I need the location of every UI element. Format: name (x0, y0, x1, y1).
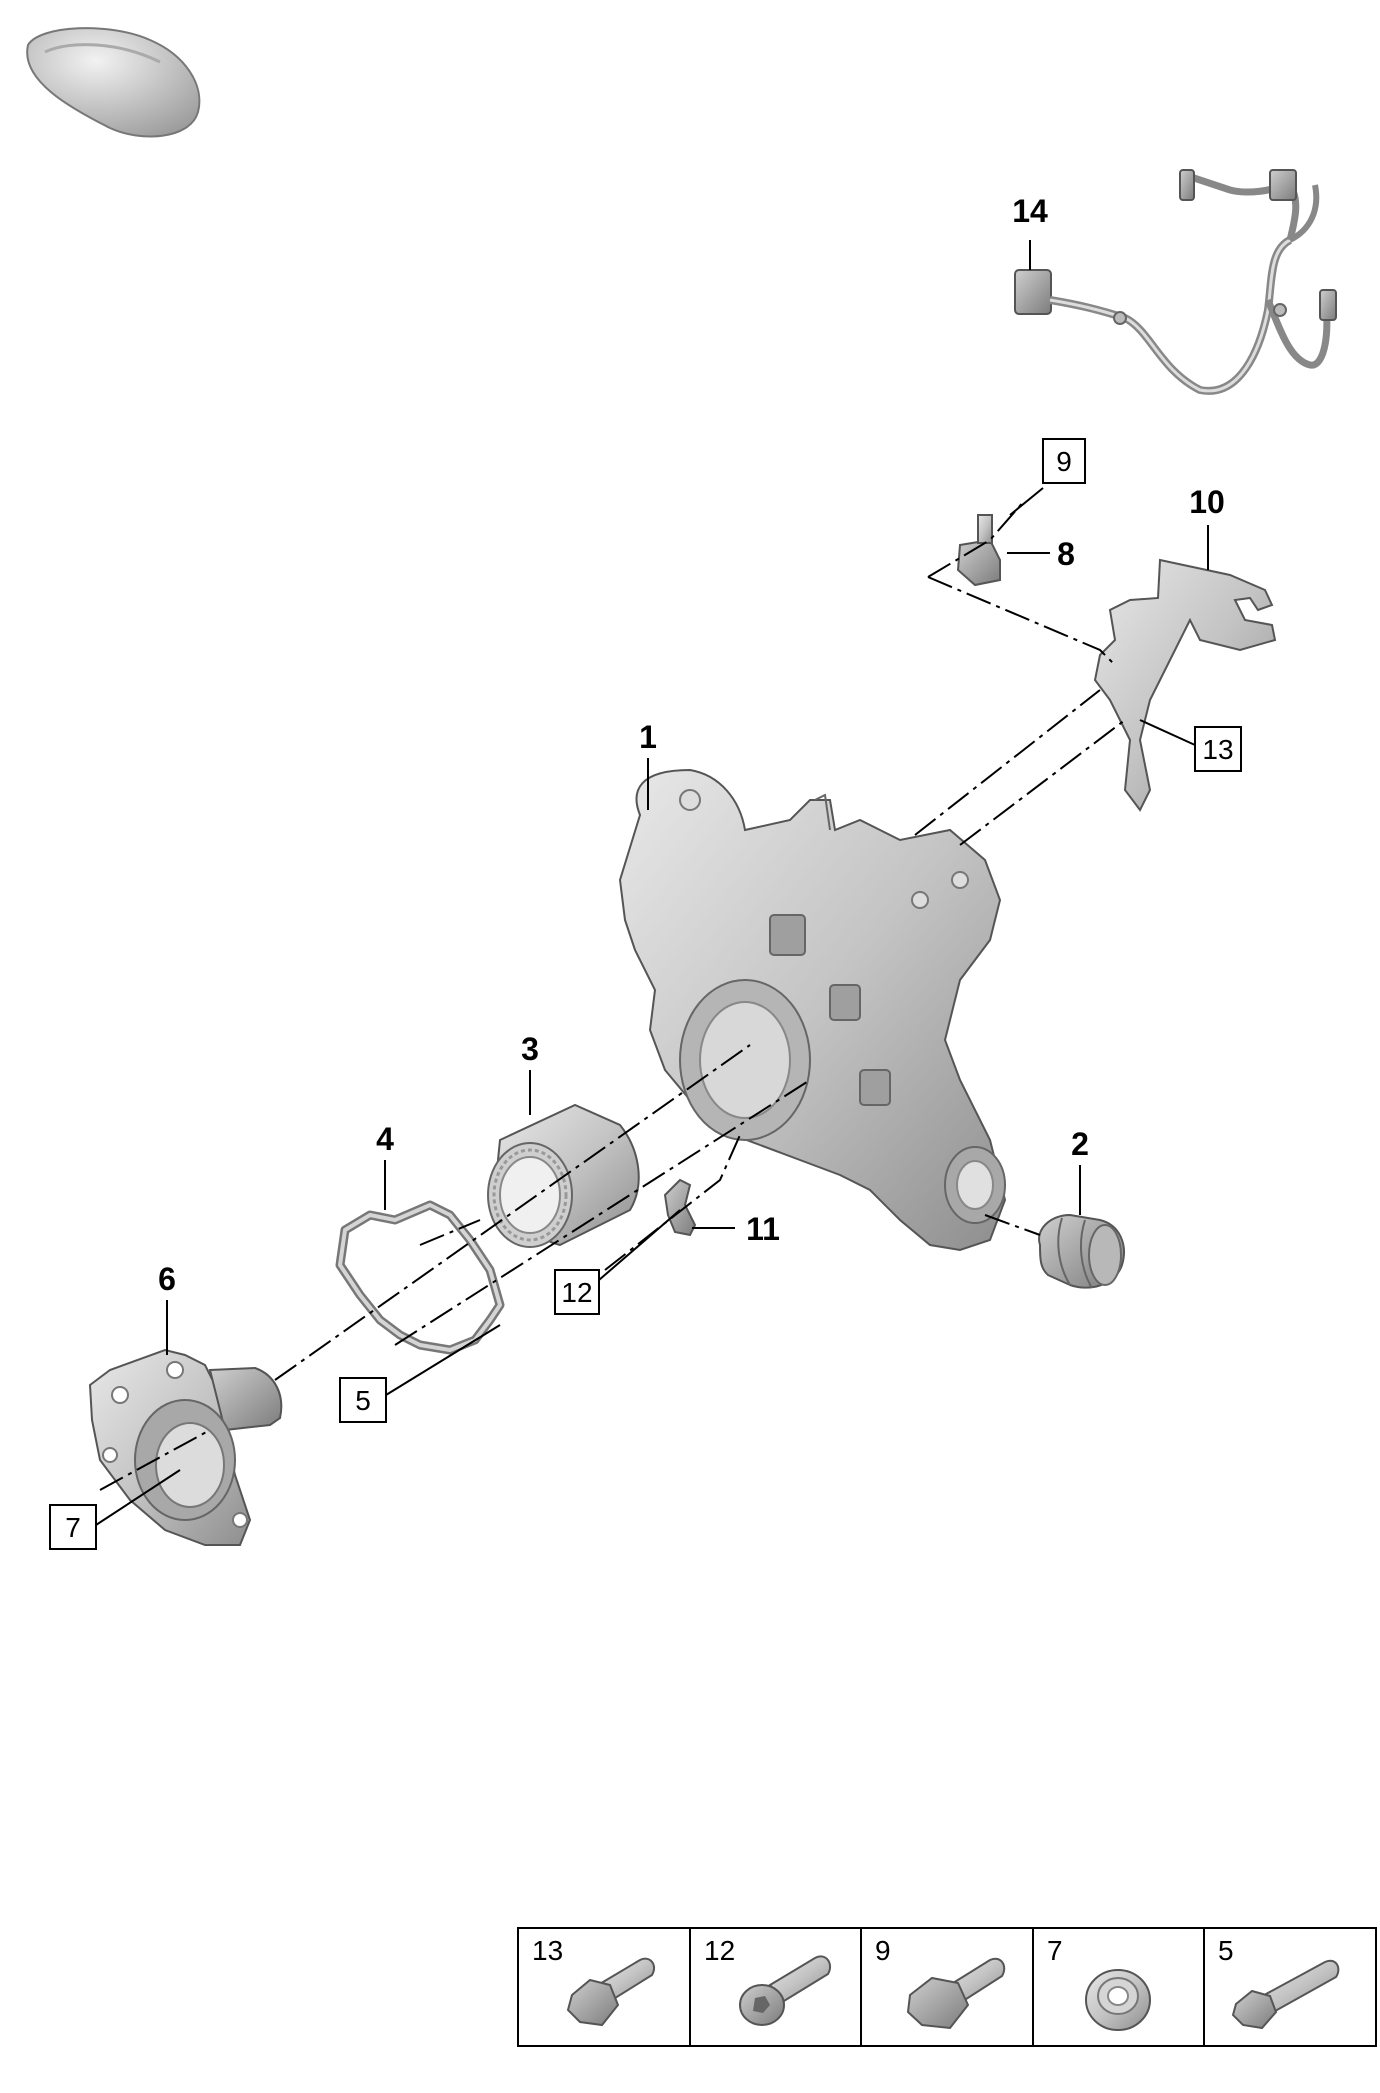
callout-6: 6 (158, 1261, 176, 1297)
clip-part (663, 1178, 697, 1237)
callout-box-7: 7 (49, 1504, 97, 1550)
wiring-harness-part (1014, 169, 1337, 395)
legend-cell-number: 7 (1047, 1935, 1063, 1966)
vehicle-thumbnail-icon (26, 27, 201, 138)
bolt-hex-large-icon (906, 1957, 1006, 2030)
legend-cell-number: 12 (704, 1935, 735, 1966)
speed-sensor-part (956, 514, 1001, 587)
legend-cell-number: 5 (1218, 1935, 1234, 1966)
callout-13: 13 (1202, 734, 1233, 765)
callout-12: 12 (561, 1277, 592, 1308)
callout-10: 10 (1189, 484, 1225, 520)
callout-box-9: 9 (1042, 438, 1086, 484)
wheel-hub-part (88, 1348, 283, 1546)
callout-4: 4 (376, 1121, 394, 1157)
callout-2: 2 (1071, 1126, 1089, 1162)
bracket-part (1093, 558, 1277, 812)
leader-lines (166, 240, 1209, 1355)
callout-9: 9 (1056, 446, 1072, 477)
legend-cell-number: 9 (875, 1935, 891, 1966)
bolt-long-hex-icon (1231, 1959, 1340, 2030)
fastener-legend-table: 13 12 9 7 5 (517, 1927, 1377, 2047)
callout-5: 5 (355, 1385, 371, 1416)
bolt-flange-hex-icon (566, 1957, 656, 2027)
assembly-centerlines (99, 499, 1126, 1491)
callout-3: 3 (521, 1031, 539, 1067)
callout-box-5: 5 (339, 1377, 387, 1423)
rubber-bushing-part (1038, 1213, 1125, 1289)
callout-box-12: 12 (554, 1269, 600, 1315)
nut-collar-icon (1085, 1969, 1151, 2031)
callout-7: 7 (65, 1512, 81, 1543)
legend-cell-number: 13 (532, 1935, 563, 1966)
callout-1: 1 (639, 719, 657, 755)
wheel-carrier-knuckle-part (618, 768, 1007, 1252)
callout-11: 11 (746, 1211, 780, 1247)
callout-box-13: 13 (1194, 726, 1242, 772)
bolt-socket-head-icon (739, 1955, 832, 2026)
callout-14: 14 (1012, 193, 1048, 229)
callout-8: 8 (1057, 536, 1075, 572)
